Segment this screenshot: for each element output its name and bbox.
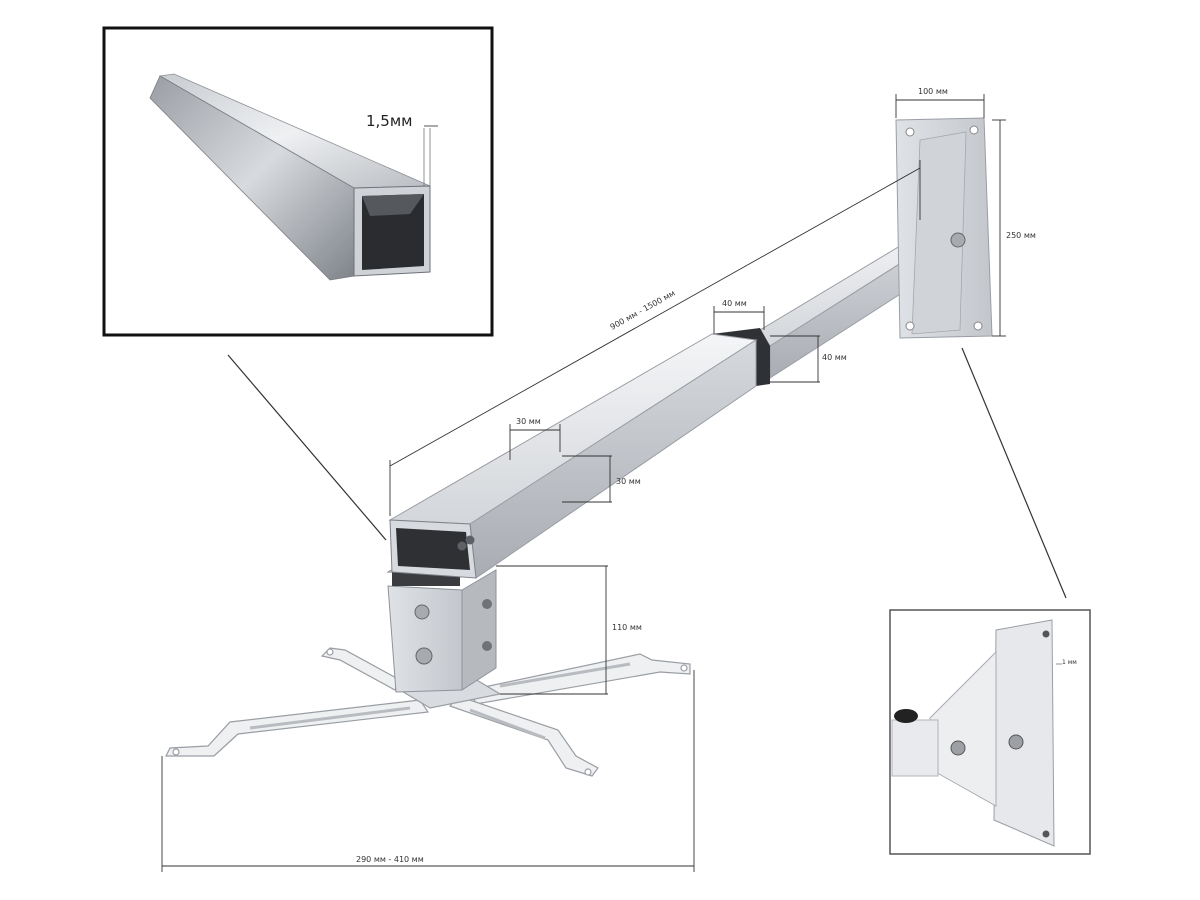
outer-tube-height-label: 40 мм	[822, 353, 847, 362]
inset-leader-line	[227, 354, 387, 541]
wall-thickness-label: 1,5мм	[366, 112, 413, 130]
profile-inset: 1,5мм	[102, 26, 494, 337]
outer-tube-width-label: 40 мм	[722, 299, 747, 308]
inner-tube-height-label: 30 мм	[616, 477, 641, 486]
plate-leader-line	[961, 347, 1067, 599]
plate-width-label: 100 мм	[918, 87, 948, 96]
wall-plate	[895, 117, 993, 339]
base-span-label: 290 мм - 410 мм	[356, 855, 424, 864]
detail-thickness-label: 1 мм	[1062, 659, 1077, 666]
plate-height-label: 250 мм	[1006, 231, 1036, 240]
joint-height-label: 110 мм	[612, 623, 642, 632]
spider-bracket	[165, 647, 691, 777]
telescopic-arm	[388, 221, 951, 579]
plate-detail-inset: 1 мм	[889, 609, 1091, 855]
dimension-lines	[161, 94, 1006, 872]
inner-tube-width-label: 30 мм	[516, 417, 541, 426]
